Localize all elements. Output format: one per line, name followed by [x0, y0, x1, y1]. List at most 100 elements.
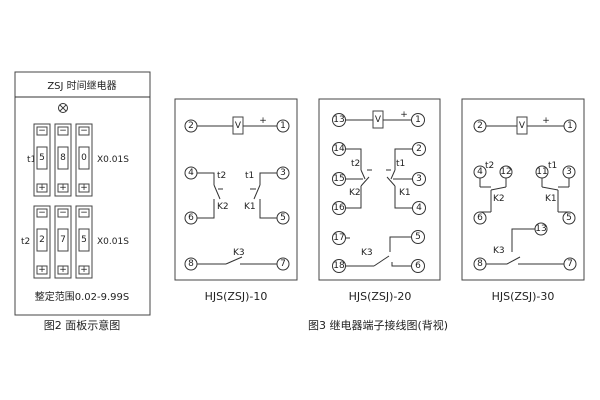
t2-digit: 5 [81, 235, 87, 245]
svg-text:−: − [38, 208, 46, 218]
t1-digit: 8 [60, 153, 66, 163]
t1-digit: 0 [81, 153, 87, 163]
svg-text:K2: K2 [217, 202, 229, 212]
svg-text:4: 4 [477, 167, 483, 177]
svg-text:3: 3 [280, 168, 286, 178]
coil-v [516, 116, 528, 135]
diagram-30-title: HJS(ZSJ)-30 [492, 290, 555, 303]
t1-label: t1 [27, 155, 36, 165]
terminal: 11 [535, 165, 549, 179]
terminal: 15 [332, 172, 346, 186]
thumbwheel-t1-b[interactable]: − 8 + [54, 123, 72, 197]
terminal: 5 [276, 211, 290, 225]
svg-text:+: + [59, 265, 67, 275]
svg-text:8: 8 [188, 259, 194, 269]
svg-text:K2: K2 [493, 194, 505, 204]
svg-text:−: − [80, 208, 88, 218]
svg-text:K1: K1 [399, 188, 411, 198]
svg-text:+: + [400, 110, 408, 120]
t1-unit: X0.01S [97, 155, 129, 165]
diagram-20-title: HJS(ZSJ)-20 [349, 290, 412, 303]
svg-text:4: 4 [188, 168, 194, 178]
svg-text:1: 1 [280, 121, 286, 131]
terminal: 3 [412, 172, 426, 186]
svg-text:13: 13 [333, 115, 344, 125]
terminal: 7 [276, 257, 290, 271]
svg-text:14: 14 [333, 144, 345, 154]
svg-text:K1: K1 [244, 202, 256, 212]
figure3-caption: 图3 继电器端子接线图(背视) [308, 318, 448, 332]
wiring-diagram-20: V + t2 K2 t1 K1 K3 13 1 14 2 15 3 16 4 [318, 98, 441, 303]
thumbwheel-t1-a[interactable]: − 5 + [33, 123, 51, 197]
svg-text:K3: K3 [233, 248, 245, 258]
t2-digit: 2 [39, 235, 45, 245]
svg-text:K3: K3 [493, 246, 505, 256]
svg-text:6: 6 [477, 213, 483, 223]
t2-label: t2 [21, 237, 30, 247]
terminal: 17 [332, 231, 346, 245]
svg-text:t1: t1 [245, 171, 254, 181]
svg-text:+: + [38, 265, 46, 275]
svg-text:t2: t2 [217, 171, 226, 181]
terminal: 4 [473, 165, 487, 179]
terminal: 12 [499, 165, 513, 179]
svg-text:t1: t1 [396, 159, 405, 169]
terminal: 8 [184, 257, 198, 271]
svg-text:+: + [542, 116, 550, 126]
diagram-20-frame [318, 98, 441, 281]
terminal: 6 [184, 211, 198, 225]
terminal: 1 [411, 113, 425, 127]
terminal: 4 [412, 201, 426, 215]
svg-text:3: 3 [566, 167, 572, 177]
svg-text:6: 6 [188, 213, 194, 223]
terminal: 13 [534, 222, 548, 236]
terminal: 3 [562, 165, 576, 179]
panel-title: ZSJ 时间继电器 [47, 79, 116, 92]
svg-text:V: V [519, 121, 526, 131]
svg-text:V: V [235, 121, 242, 131]
setting-range: 整定范围0.02-9.99S [35, 290, 130, 303]
svg-text:2: 2 [188, 121, 194, 131]
thumbwheel-t1-c[interactable]: − 0 + [75, 123, 93, 197]
svg-text:15: 15 [333, 174, 344, 184]
svg-text:17: 17 [333, 233, 344, 243]
svg-text:6: 6 [415, 261, 421, 271]
svg-text:12: 12 [500, 167, 511, 177]
terminal: 14 [332, 142, 346, 156]
thumbwheel-t2-b[interactable]: − 7 + [54, 205, 72, 279]
svg-text:2: 2 [477, 121, 483, 131]
svg-text:3: 3 [416, 174, 422, 184]
svg-text:+: + [259, 116, 267, 126]
svg-text:1: 1 [415, 115, 421, 125]
svg-text:K2: K2 [349, 188, 361, 198]
thumbwheel-t2-c[interactable]: − 5 + [75, 205, 93, 279]
svg-text:+: + [59, 183, 67, 193]
t2-unit: X0.01S [97, 237, 129, 247]
svg-text:−: − [59, 208, 67, 218]
t1-digit: 5 [39, 153, 45, 163]
terminal: 1 [563, 119, 577, 133]
svg-text:18: 18 [333, 261, 345, 271]
terminal: 16 [332, 201, 346, 215]
terminal: 3 [276, 166, 290, 180]
svg-text:−: − [80, 126, 88, 136]
svg-text:V: V [375, 115, 382, 125]
terminal: 13 [332, 113, 346, 127]
svg-text:7: 7 [280, 259, 286, 269]
terminal: 2 [473, 119, 487, 133]
svg-text:7: 7 [567, 259, 573, 269]
svg-text:t2: t2 [351, 159, 360, 169]
terminal: 18 [332, 259, 346, 273]
wiring-diagram-30: V + t2 K2 t1 K1 K3 2 1 4 12 11 3 6 5 13 [461, 98, 585, 303]
adjust-screw-icon [58, 103, 68, 113]
terminal: 4 [184, 166, 198, 180]
terminal: 6 [411, 259, 425, 273]
terminal: 6 [473, 211, 487, 225]
svg-text:K3: K3 [361, 248, 373, 258]
figure2-caption: 图2 面板示意图 [44, 318, 121, 332]
thumbwheel-t2-a[interactable]: − 2 + [33, 205, 51, 279]
svg-text:K1: K1 [545, 194, 557, 204]
svg-text:−: − [38, 126, 46, 136]
svg-text:4: 4 [416, 203, 422, 213]
